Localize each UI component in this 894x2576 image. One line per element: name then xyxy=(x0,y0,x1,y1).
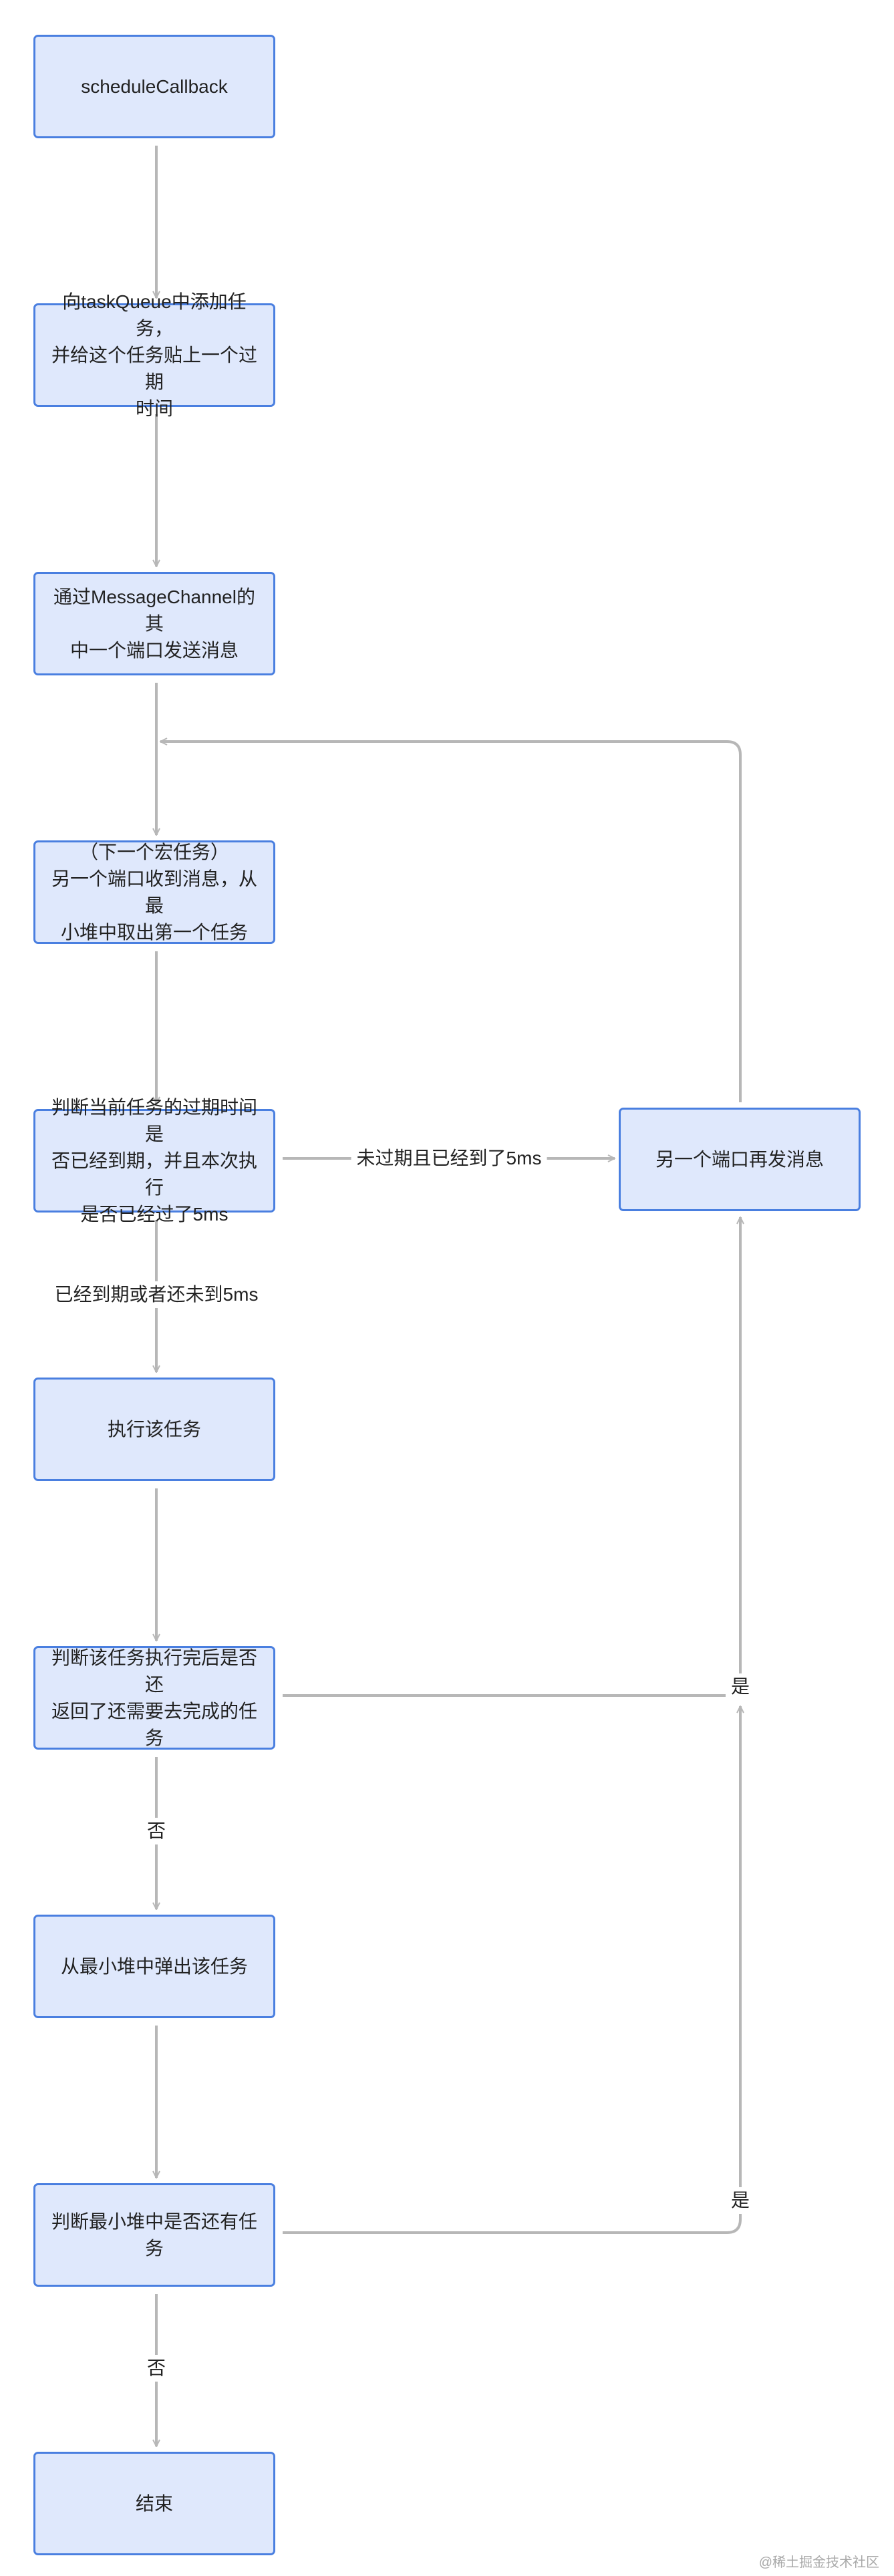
node-push-task-queue: 向taskQueue中添加任务， 并给这个任务贴上一个过期 时间 xyxy=(33,291,275,419)
node-check-expired: 判断当前任务的过期时间是 否已经到期，并且本次执行 是否已经过了5ms xyxy=(33,1097,275,1225)
watermark: @稀土掘金技术社区 xyxy=(758,2555,879,2570)
node-pop-heap: 从最小堆中弹出该任务 xyxy=(33,1915,275,2018)
edge-repost-loop xyxy=(160,742,742,1102)
edge-heap-yes xyxy=(283,1706,740,2234)
edge-continuation-yes xyxy=(283,1217,740,1697)
edge-label-not-expired: 未过期且已经到了5ms xyxy=(351,1145,547,1172)
edge-label-expired-or-under: 已经到期或者还未到5ms xyxy=(49,1281,264,1308)
edge-label-no-continuation: 否 xyxy=(141,1818,172,1844)
edge-label-yes-heap: 是 xyxy=(725,2187,756,2214)
node-post-message: 通过MessageChannel的其 中一个端口发送消息 xyxy=(33,572,275,675)
node-schedule-callback: scheduleCallback xyxy=(33,35,275,138)
node-end: 结束 xyxy=(33,2452,275,2555)
node-macro-task: （下一个宏任务） 另一个端口收到消息，从最 小堆中取出第一个任务 xyxy=(33,840,275,944)
node-execute-task: 执行该任务 xyxy=(33,1378,275,1481)
edge-label-yes-continuation: 是 xyxy=(725,1673,756,1700)
edge-label-no-heap: 否 xyxy=(141,2355,172,2382)
node-check-continuation: 判断该任务执行完后是否还 返回了还需要去完成的任务 xyxy=(33,1646,275,1750)
node-repost-message: 另一个端口再发消息 xyxy=(619,1108,861,1211)
node-check-heap: 判断最小堆中是否还有任务 xyxy=(33,2183,275,2287)
